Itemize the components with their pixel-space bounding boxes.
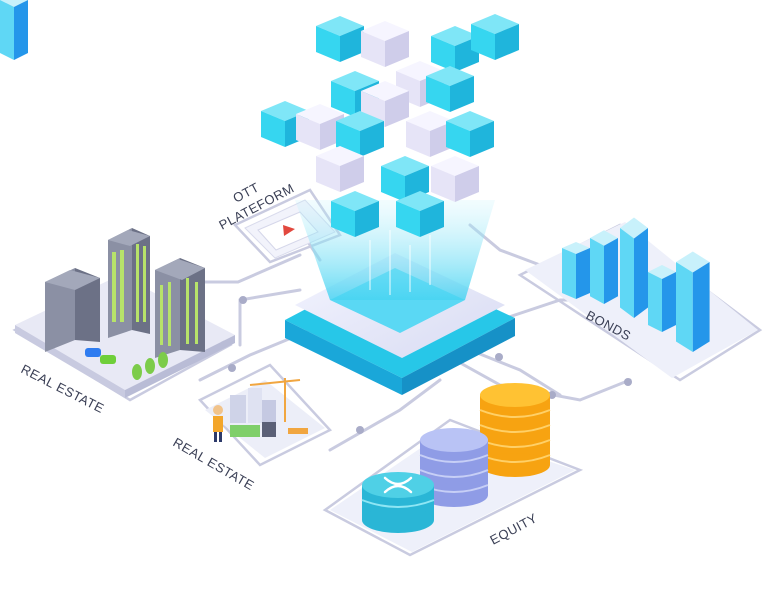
label-real-estate-construction: REAL ESTATE [171, 435, 258, 494]
real-estate-city [15, 228, 235, 398]
real-estate-construction [205, 378, 325, 458]
coin-stack-gold [479, 383, 551, 477]
worker-icon [213, 405, 223, 415]
crane-icon [249, 379, 301, 386]
building-icon [45, 268, 75, 352]
coin-stack-lavender [419, 428, 489, 507]
money-icon [230, 425, 260, 437]
building-icon [230, 395, 246, 423]
barrier-icon [288, 428, 308, 434]
bonds-bars [0, 0, 758, 378]
calculator-icon [262, 422, 276, 437]
car-icon [100, 355, 116, 364]
label-equity: EQUITY [487, 510, 539, 547]
central-platform [285, 200, 515, 395]
ripple-coin-icon [383, 476, 413, 494]
coin-stack-teal [361, 472, 435, 533]
equity-coins [330, 383, 575, 552]
car-icon [85, 348, 101, 357]
tree-icon [132, 352, 168, 380]
